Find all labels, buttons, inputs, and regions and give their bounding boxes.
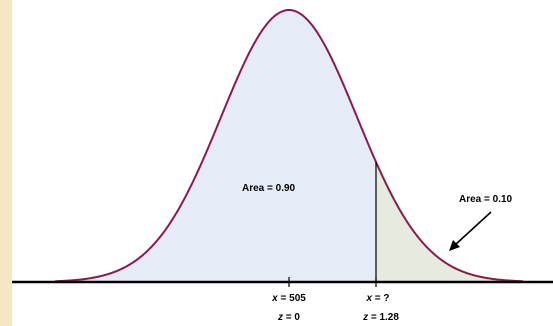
cut-x-var: x (365, 293, 372, 304)
bell-curve (54, 8, 524, 283)
cut-x-value: = ? (372, 293, 390, 304)
area-left-shading (55, 10, 376, 282)
mean-z-var: z (277, 312, 283, 323)
cut-x-label: x = ? (365, 293, 389, 304)
area-left-label: Area = 0.90 (242, 183, 296, 194)
cut-z-var: z (362, 312, 368, 323)
mean-x-var: x (271, 293, 278, 304)
area-right-shading (376, 162, 523, 282)
area-arrow-shaft (454, 211, 492, 246)
mean-x-value: = 505 (278, 293, 307, 304)
mean-z-label: z = 0 (277, 312, 300, 323)
mean-z-value: = 0 (283, 312, 300, 323)
area-right-label: Area = 0.10 (459, 194, 513, 205)
area-arrow-head (449, 240, 460, 251)
cut-z-label: z = 1.28 (362, 312, 399, 323)
mean-x-label: x = 505 (271, 293, 306, 304)
cut-z-value: = 1.28 (368, 312, 399, 323)
